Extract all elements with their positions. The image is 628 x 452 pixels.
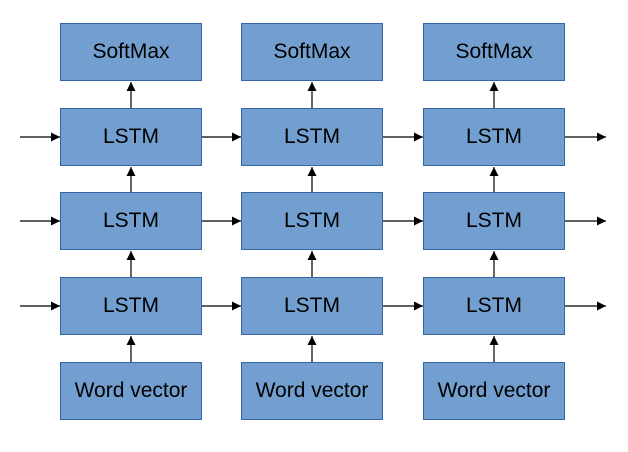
- word-vector-node-2: Word vector: [241, 362, 383, 420]
- word-vector-node-1: Word vector: [60, 362, 202, 420]
- lstm-layer2-node-1: LSTM: [60, 192, 202, 250]
- lstm-layer3-node-1: LSTM: [60, 108, 202, 166]
- lstm-layer2-node-3: LSTM: [423, 192, 565, 250]
- lstm-layer1-node-2: LSTM: [241, 277, 383, 335]
- lstm-layer2-node-2: LSTM: [241, 192, 383, 250]
- lstm-layer3-node-3: LSTM: [423, 108, 565, 166]
- lstm-layer1-node-1: LSTM: [60, 277, 202, 335]
- word-vector-node-3: Word vector: [423, 362, 565, 420]
- lstm-layer3-node-2: LSTM: [241, 108, 383, 166]
- softmax-node-1: SoftMax: [60, 23, 202, 81]
- softmax-node-3: SoftMax: [423, 23, 565, 81]
- lstm-layer1-node-3: LSTM: [423, 277, 565, 335]
- softmax-node-2: SoftMax: [241, 23, 383, 81]
